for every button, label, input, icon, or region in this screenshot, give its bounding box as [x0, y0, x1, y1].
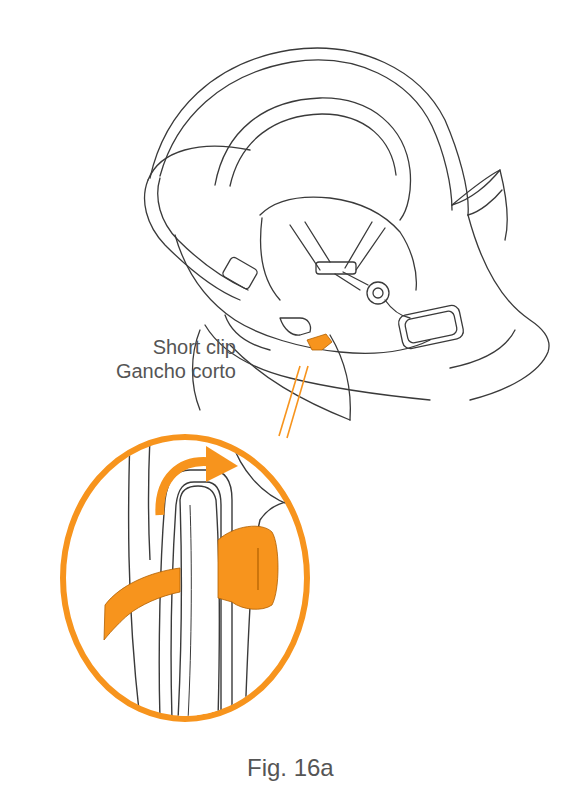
figure-caption: Fig. 16a	[247, 754, 334, 782]
part-label: Gancho corto	[116, 360, 236, 383]
part-label: Short clip	[153, 336, 236, 359]
